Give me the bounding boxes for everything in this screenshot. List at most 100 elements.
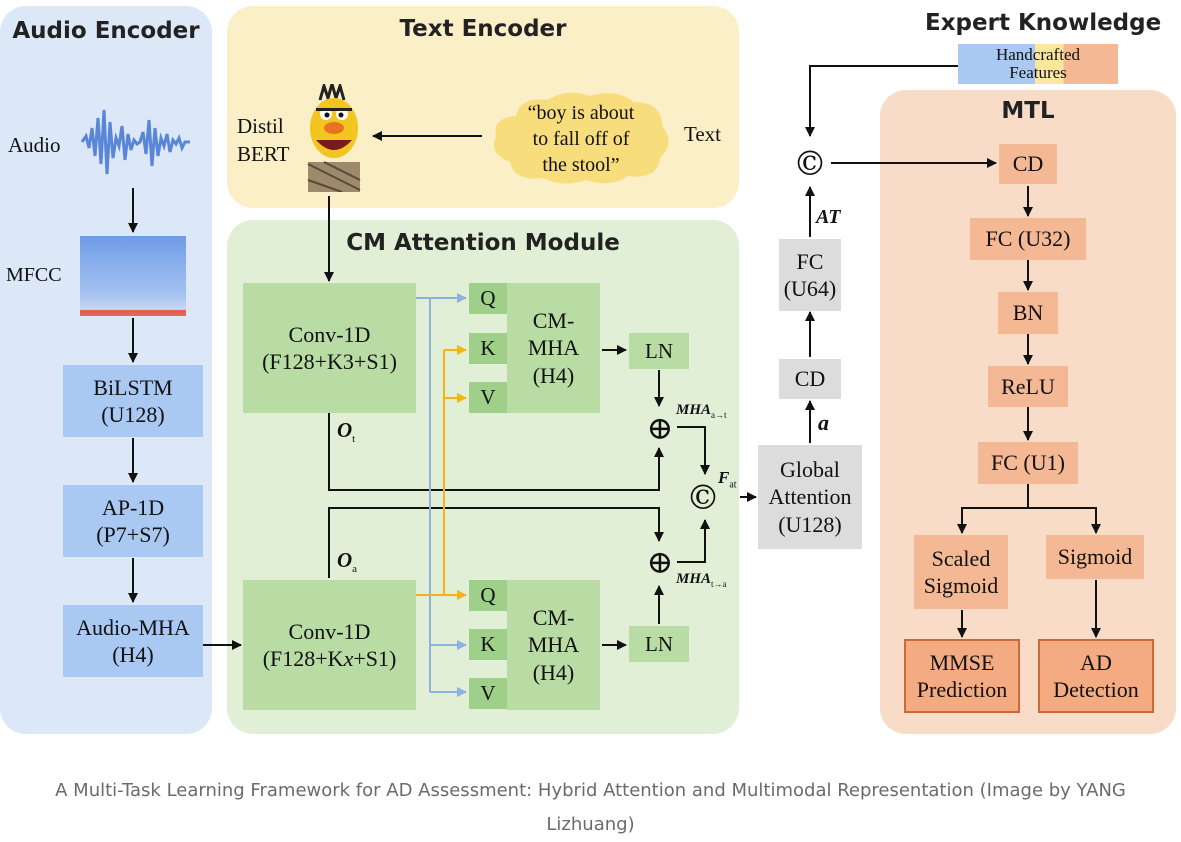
handcrafted-2: Features [1009,63,1067,82]
fc-u1-block: FC (U1) [978,442,1078,484]
distil-label: Distil [237,114,284,138]
oa-main: O [337,548,353,572]
audio-mha-heads: (H4) [112,642,154,667]
global-attention-block: Global Attention (U128) [758,445,862,549]
mha-at-label: MHAa→t [676,402,727,420]
conv-top-params: (F128+K3+S1) [262,349,397,374]
q-bottom: Q [469,580,507,611]
text-encoder-title: Text Encoder [399,16,567,42]
cm-attention-title: CM Attention Module [346,230,620,256]
mmse-2: Prediction [916,677,1008,702]
cm-mha-bottom: CM- MHA (H4) [507,580,600,710]
v-bottom: V [469,678,507,709]
mfcc-spectrogram [80,236,186,316]
mfcc-label: MFCC [6,264,62,286]
audio-mha-block: Audio-MHA (H4) [63,605,203,677]
audio-encoder-title: Audio Encoder [12,18,200,44]
q-top: Q [469,283,507,314]
conv1d-text-block: Conv-1D (F128+K3+S1) [243,283,416,413]
a-label: a [818,410,829,435]
oa-sub: a [352,563,358,576]
quote-line-2: to fall off of [532,128,630,150]
cm-mha-top-2: MHA [527,335,580,361]
cm-mha-bottom-3: (H4) [532,659,575,685]
text-quote-cloud [493,92,669,184]
mha-at-main: MHA [676,402,712,418]
k-bottom: K [469,629,507,660]
ad-1: AD [1080,649,1112,675]
mha-ta-main: MHA [676,571,712,587]
ap1d-params: (P7+S7) [96,522,170,547]
ap1d-name: AP-1D [101,494,165,520]
cm-mha-top-1: CM- [532,307,575,333]
conv1d-audio-block: Conv-1D (F128+Kx+S1) [243,580,416,710]
mmse-prediction-block: MMSE Prediction [904,639,1020,713]
v-top: V [469,382,507,413]
at-label: AT [816,206,841,228]
mha-ta-label: MHAt→a [676,571,727,589]
handcrafted-1: Handcrafted [995,45,1080,65]
fc-u32-block: FC (U32) [970,218,1086,260]
global-attention-2: Attention [768,484,852,510]
audio-waveform [80,109,190,175]
ot-main: O [337,418,353,442]
k-top: K [469,333,507,364]
ad-detection-block: AD Detection [1038,639,1154,713]
scaled-sigmoid-2: Sigmoid [923,573,999,598]
sigmoid-block: Sigmoid [1046,535,1144,579]
cm-mha-top: CM- MHA (H4) [507,283,600,413]
ap1d-block: AP-1D (P7+S7) [63,485,203,557]
cm-mha-bottom-2: MHA [527,632,580,658]
text-quote: “boy is about to fall off of the stool” [496,96,666,182]
scaled-sigmoid-block: Scaled Sigmoid [914,535,1008,609]
add-bottom-icon: ⊕ [646,543,674,581]
quote-line-3: the stool” [542,154,620,176]
global-attention-3: (U128) [778,511,842,537]
concat-fat-icon: © [686,478,720,518]
fc-u64-2: (U64) [783,276,837,301]
conv-bottom-params-b: +S1) [353,646,397,671]
audio-label: Audio [8,133,61,157]
oa-label: Oa [337,548,357,575]
connector-lines [128,65,1101,697]
fat-label: Fat [718,468,737,490]
mtl-cd-block: CD [999,144,1057,184]
audio-mha-name: Audio-MHA [76,614,190,640]
ot-label: Ot [337,418,355,445]
ot-sub: t [352,433,356,446]
mtl-title: MTL [1001,98,1055,124]
cm-mha-bottom-1: CM- [532,604,575,630]
conv-top-name: Conv-1D [288,321,371,347]
bn-block: BN [998,292,1058,334]
mmse-1: MMSE [929,649,995,675]
ln-top: LN [629,333,689,369]
text-label: Text [684,122,722,146]
fc-u64-block: FC (U64) [779,239,841,311]
handcrafted-features-block: Handcrafted Features [958,44,1118,84]
add-top-icon: ⊕ [646,409,674,447]
bert-character-icon [307,84,361,192]
mha-at-sub: a→t [711,410,727,420]
conv-bottom-params: (F128+Kx+S1) [263,645,397,673]
expert-knowledge-title: Expert Knowledge [925,10,1162,36]
bilstm-units: (U128) [101,402,165,427]
figure-caption: A Multi-Task Learning Framework for AD A… [55,780,1126,835]
cd-middle-block: CD [779,359,841,399]
quote-line-1: “boy is about [527,102,635,124]
scaled-sigmoid-1: Scaled [931,545,991,571]
ad-2: Detection [1053,677,1139,702]
bilstm-name: BiLSTM [93,374,173,400]
concat-at-icon: © [793,144,827,184]
bilstm-block: BiLSTM (U128) [63,365,203,437]
ln-bottom: LN [629,626,689,662]
mha-ta-sub: t→a [711,579,727,589]
global-attention-1: Global [780,456,840,482]
bert-label: BERT [237,142,290,166]
fat-main: F [718,468,730,487]
fat-sub: at [729,479,737,491]
conv-bottom-name: Conv-1D [288,618,371,644]
conv-bottom-params-a: (F128+K [262,646,344,671]
relu-block: ReLU [988,366,1068,407]
cm-mha-top-3: (H4) [532,362,575,388]
conv-bottom-params-x: x [343,646,354,671]
